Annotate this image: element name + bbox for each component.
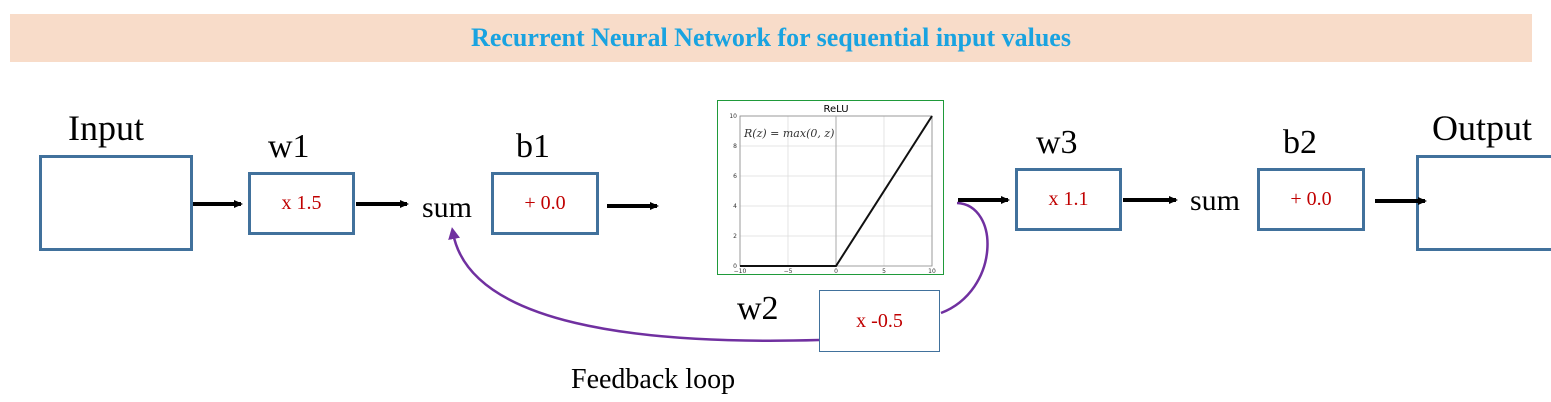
y-tick: 4 bbox=[733, 203, 737, 210]
b1-box: + 0.0 bbox=[491, 172, 599, 235]
y-tick: 8 bbox=[733, 143, 737, 150]
relu-activation-plot: ReLU R(z) = max(0, z) −10 −5 0 5 10 0 2 … bbox=[717, 100, 944, 275]
y-tick: 10 bbox=[729, 113, 737, 120]
w2-box: x -0.5 bbox=[819, 290, 940, 352]
x-tick: −5 bbox=[784, 268, 793, 275]
title-banner: Recurrent Neural Network for sequential … bbox=[10, 14, 1532, 62]
b1-value: + 0.0 bbox=[524, 192, 566, 214]
w3-value: x 1.1 bbox=[1048, 188, 1089, 210]
x-tick: 5 bbox=[882, 268, 886, 275]
diagram-title: Recurrent Neural Network for sequential … bbox=[471, 23, 1071, 52]
relu-formula: R(z) = max(0, z) bbox=[743, 127, 834, 140]
b1-label: b1 bbox=[516, 128, 550, 165]
b2-value: + 0.0 bbox=[1290, 188, 1332, 210]
w2-label: w2 bbox=[737, 290, 779, 327]
y-tick: 0 bbox=[733, 263, 737, 270]
relu-chart: ReLU R(z) = max(0, z) −10 −5 0 5 10 0 2 … bbox=[729, 104, 936, 275]
w1-label: w1 bbox=[268, 128, 310, 165]
y-tick: 6 bbox=[733, 173, 737, 180]
y-tick: 2 bbox=[733, 233, 737, 240]
w1-box: x 1.5 bbox=[248, 172, 355, 235]
input-label: Input bbox=[68, 108, 144, 148]
relu-curve bbox=[740, 115, 933, 267]
output-label: Output bbox=[1432, 108, 1533, 148]
w1-value: x 1.5 bbox=[281, 192, 322, 214]
input-box bbox=[39, 155, 193, 251]
x-tick: 10 bbox=[928, 268, 936, 275]
feedback-curve-to-sum bbox=[448, 227, 820, 342]
b2-box: + 0.0 bbox=[1257, 168, 1365, 231]
relu-title: ReLU bbox=[823, 104, 848, 115]
sum-label-1: sum bbox=[422, 191, 473, 224]
w3-box: x 1.1 bbox=[1015, 168, 1122, 231]
w3-label: w3 bbox=[1036, 124, 1078, 161]
b2-label: b2 bbox=[1283, 124, 1317, 161]
x-tick: 0 bbox=[834, 268, 838, 275]
w2-value: x -0.5 bbox=[856, 309, 903, 332]
feedback-curve-to-w2 bbox=[940, 201, 989, 315]
sum-label-2: sum bbox=[1190, 184, 1241, 217]
x-tick: −10 bbox=[734, 268, 747, 275]
feedback-loop-label: Feedback loop bbox=[571, 364, 736, 395]
